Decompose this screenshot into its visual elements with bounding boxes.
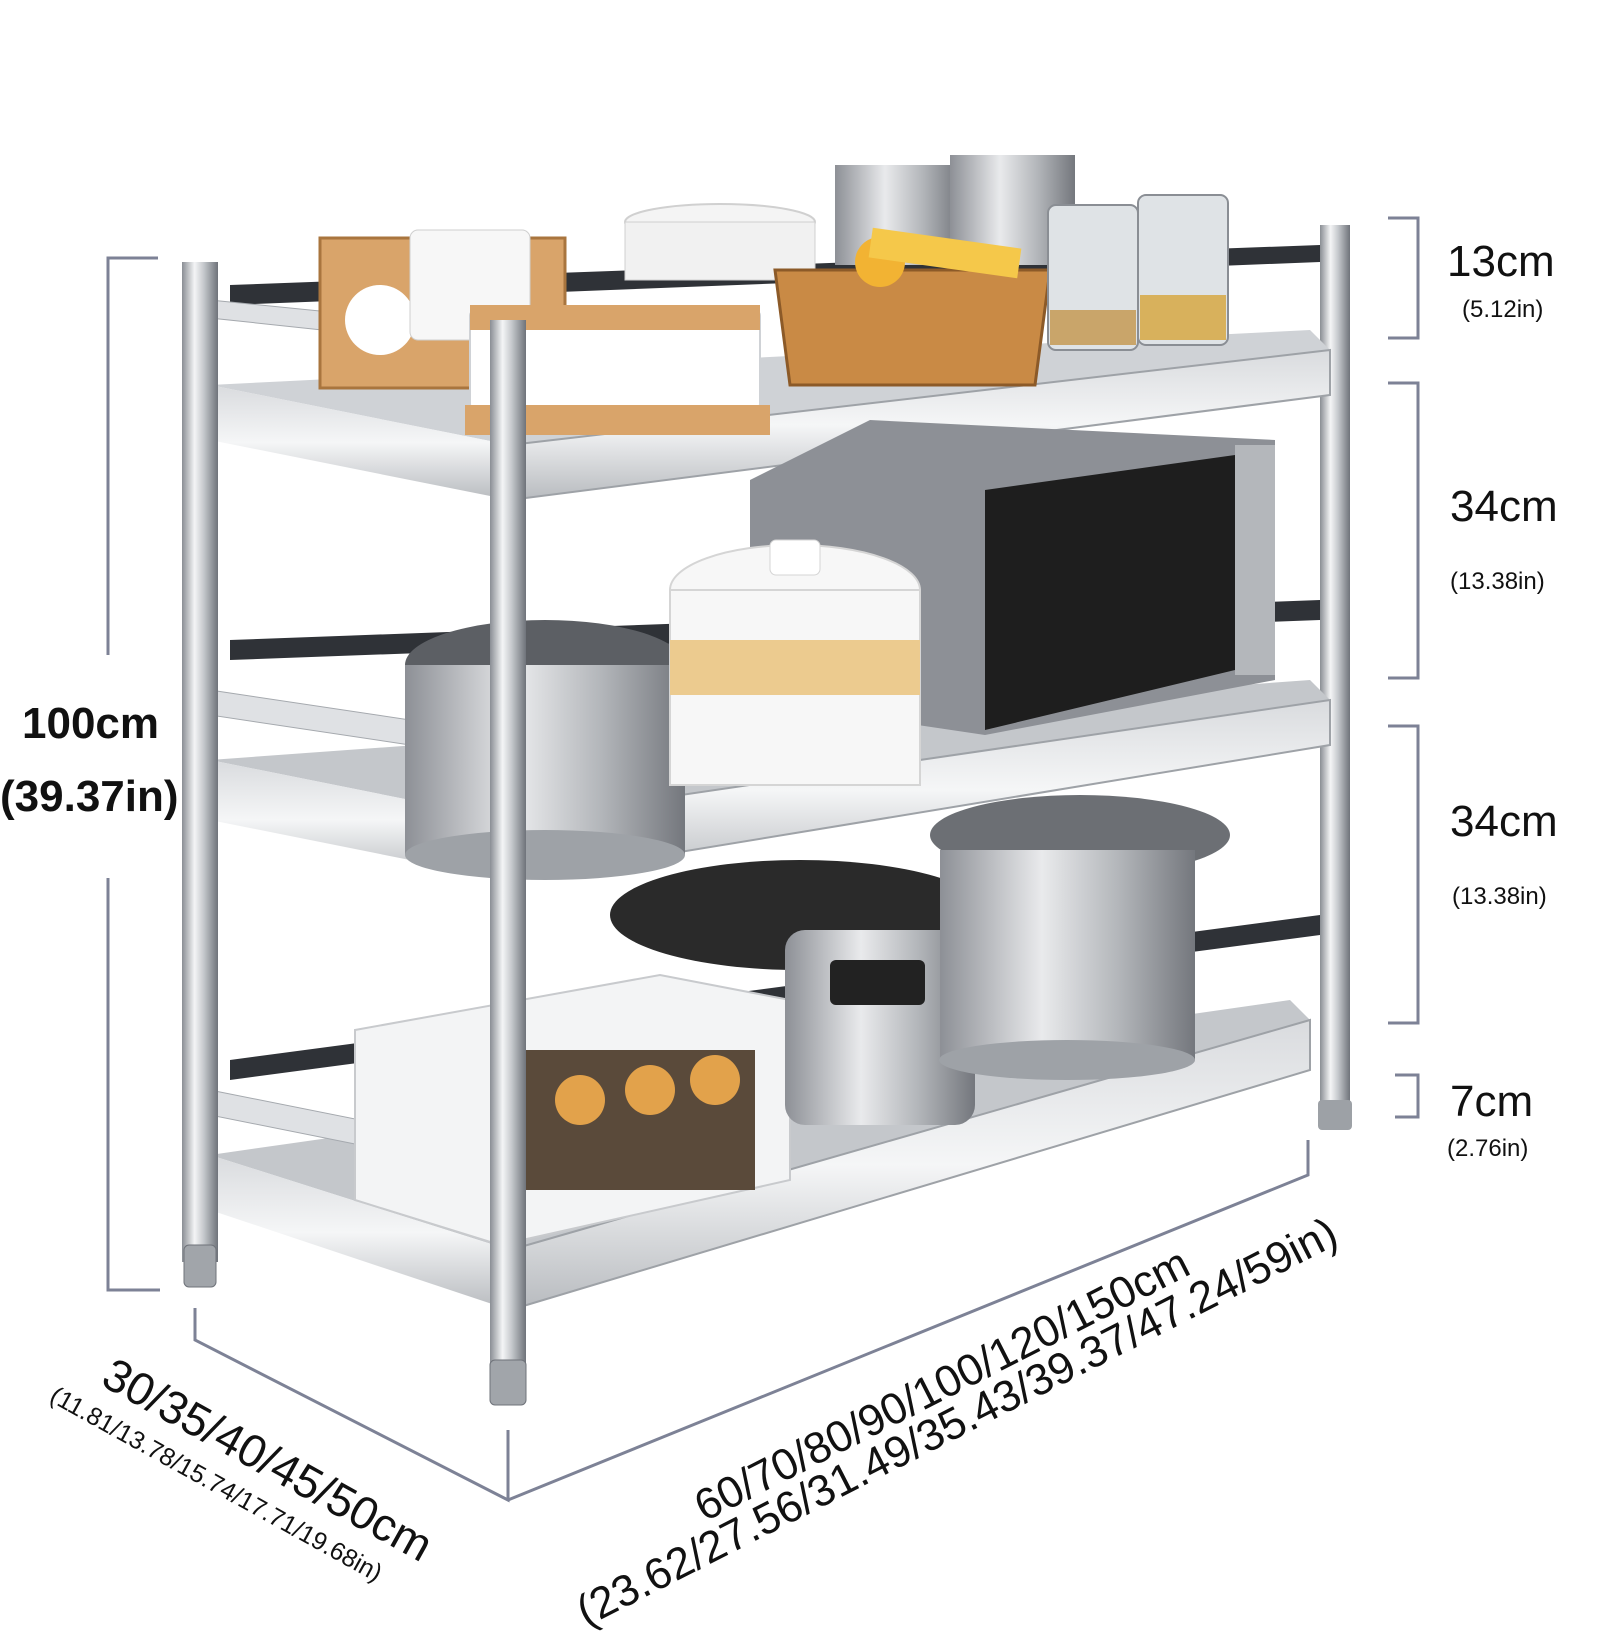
wicker-basket [773,227,1052,387]
shelf-frame-front [182,262,527,1406]
stockpot [405,620,685,880]
dimension-lines [106,216,1420,1503]
dim-7-bracket [1395,1073,1420,1119]
rice-cooker [610,860,990,1125]
height-cm-label: 100cm [22,699,160,748]
dim-13-bracket [1388,216,1420,340]
section-top-in-label: (5.12in) [1462,296,1544,323]
product-dimension-diagram: 100cm (39.37in) 13cm (5.12in) 34cm (13.3… [0,155,1558,1636]
dim-34b-bracket [1388,724,1420,1025]
shelf-illustration [106,155,1420,1503]
height-in-label: (39.37in) [0,772,179,821]
glass-spice-jars [1047,194,1229,351]
depth-dim-line [193,1308,510,1503]
steamer-pot-stack [930,795,1230,1080]
section-foot-cm-label: 7cm [1450,1077,1534,1126]
section-lower-cm-label: 34cm [1450,797,1558,846]
section-foot-in-label: (2.76in) [1447,1135,1529,1162]
section-upper-cm-label: 34cm [1450,482,1558,531]
steamer-cooker [669,539,921,786]
section-lower-in-label: (13.38in) [1452,883,1547,910]
dim-34a-bracket [1388,381,1420,680]
section-top-cm-label: 13cm [1447,237,1555,286]
toaster-oven [354,973,791,1247]
height-dim-line [106,256,160,1292]
width-dim-line [507,1140,1310,1502]
section-upper-in-label: (13.38in) [1450,568,1545,595]
